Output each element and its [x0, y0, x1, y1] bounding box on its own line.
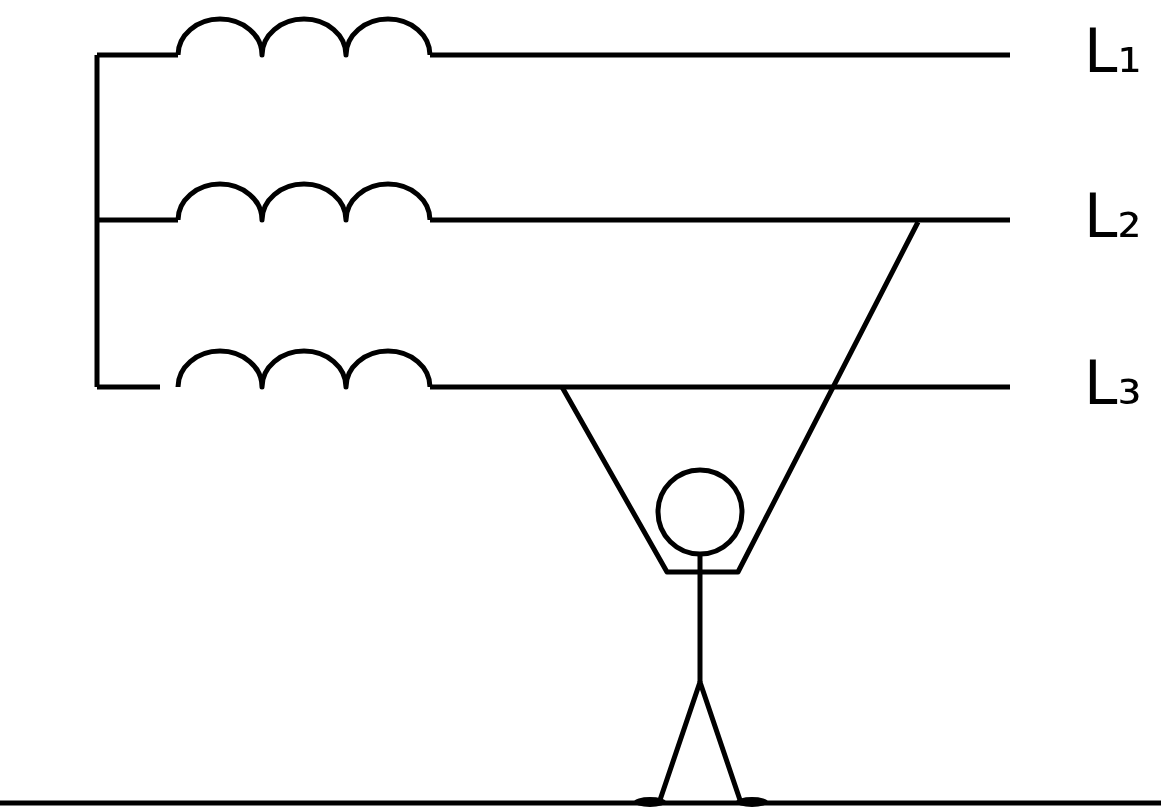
person-foot	[736, 797, 768, 807]
phase-label: L₁	[1084, 21, 1141, 81]
phase-wire	[97, 53, 178, 58]
phase-label: L₂	[1084, 186, 1141, 246]
line-conductor	[430, 53, 1010, 58]
coil-symbol	[178, 184, 430, 220]
person-arms	[562, 222, 918, 572]
coil-symbol	[178, 351, 430, 387]
line-conductor	[430, 218, 1010, 223]
person-body	[698, 554, 703, 682]
phase-wire	[97, 385, 160, 390]
person-foot	[634, 797, 666, 807]
phase-label: L₃	[1084, 353, 1141, 413]
phase-wire	[97, 218, 178, 223]
line-conductor	[430, 385, 1010, 390]
person-legs	[660, 682, 740, 800]
coil-symbol	[178, 19, 430, 55]
ground-line	[0, 801, 1161, 806]
person-head	[658, 470, 742, 554]
